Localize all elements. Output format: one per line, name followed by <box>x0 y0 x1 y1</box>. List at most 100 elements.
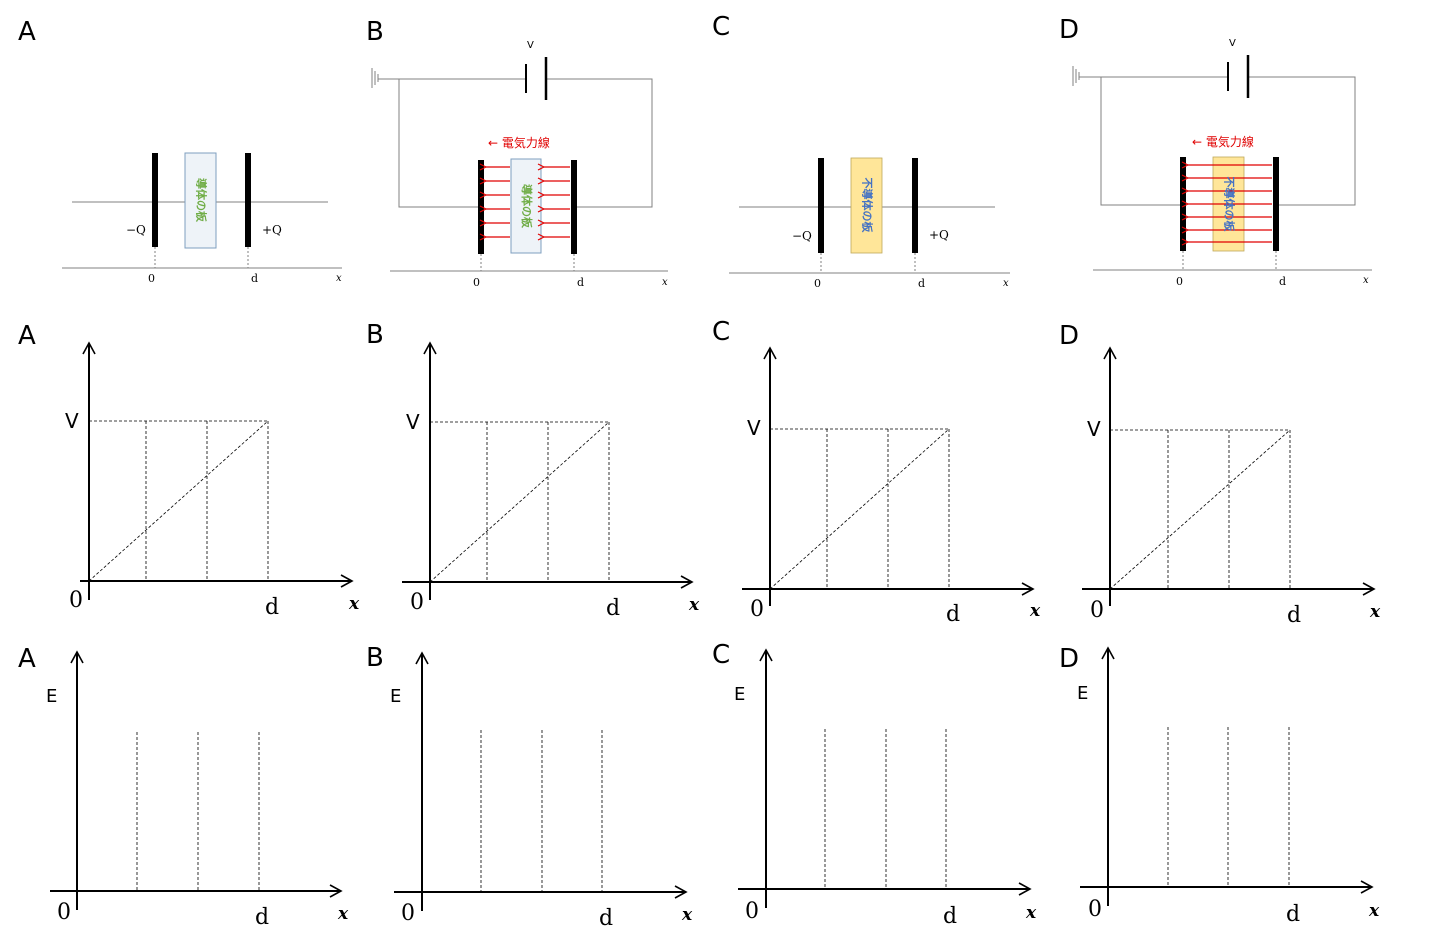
panel-letter: D <box>1059 15 1079 45</box>
d-label: d <box>599 906 613 931</box>
y-axis-label: E <box>1077 683 1088 704</box>
x-label: x <box>1025 903 1037 923</box>
left-plate <box>152 153 158 247</box>
panel-letter: C <box>712 640 730 670</box>
field-graph-b: B E 0 d x <box>366 643 693 931</box>
panel-letter: A <box>18 644 36 674</box>
panel-letter: D <box>1059 321 1079 351</box>
left-charge-label: −Q <box>792 229 812 243</box>
panel-letter: B <box>366 320 384 350</box>
field-graph-d: D E 0 d x <box>1059 644 1380 927</box>
axis-origin-label: 0 <box>473 276 480 289</box>
ground-icon <box>371 68 400 88</box>
x-label: x <box>681 905 693 925</box>
origin-label: 0 <box>750 597 764 622</box>
conductor-slab <box>510 158 542 254</box>
d-label: d <box>1287 603 1301 628</box>
axis-x-label: x <box>1003 278 1009 289</box>
reference-diagonal <box>429 421 610 583</box>
potential-graph-d: D V 0 d x <box>1059 321 1381 628</box>
d-label: d <box>1286 902 1300 927</box>
setup-panel-a: A 導体の板 −Q +Q 0 d x <box>18 17 342 285</box>
origin-label: 0 <box>69 588 83 613</box>
axis-origin-label: 0 <box>148 272 155 285</box>
y-axis-label: E <box>734 684 745 705</box>
axis-x-label: x <box>662 277 668 288</box>
axis-x-label: x <box>336 273 342 284</box>
origin-label: 0 <box>1088 897 1102 922</box>
slab-label: 導体の板 <box>520 184 534 229</box>
circuit-wire <box>1100 76 1356 206</box>
reference-diagonal <box>1109 429 1291 590</box>
setup-panel-b: B V ← 電気力線 <box>366 17 668 289</box>
origin-label: 0 <box>745 899 759 924</box>
panel-letter: C <box>712 12 730 42</box>
axis-d-label: d <box>918 277 925 290</box>
left-plate <box>478 160 484 254</box>
reference-diagonal <box>769 428 950 590</box>
battery-icon <box>525 57 548 100</box>
circuit-wire <box>398 78 653 208</box>
panel-letter: A <box>18 321 36 351</box>
potential-graph-a: A V 0 d x <box>18 321 360 620</box>
origin-label: 0 <box>1090 598 1104 623</box>
y-axis-label: V <box>1087 417 1101 441</box>
d-label: d <box>943 904 957 929</box>
axis-origin-label: 0 <box>814 277 821 290</box>
panel-letter: A <box>18 17 36 47</box>
axis-origin-label: 0 <box>1176 275 1183 288</box>
panel-letter: B <box>366 17 384 47</box>
d-label: d <box>946 602 960 627</box>
axis-d-label: d <box>251 272 258 285</box>
slab-label: 導体の板 <box>195 178 209 223</box>
y-axis-label: V <box>65 409 79 433</box>
field-graph-a: A E 0 d x <box>18 644 349 930</box>
axis-d-label: d <box>577 276 584 289</box>
y-axis-label: E <box>46 686 57 707</box>
panel-letter: C <box>712 317 730 347</box>
panel-letter: B <box>366 643 384 673</box>
ground-icon <box>1072 66 1101 86</box>
right-plate <box>912 158 918 253</box>
battery-voltage-label: V <box>527 40 534 51</box>
y-axis-label: E <box>390 686 401 707</box>
battery-icon <box>1227 55 1250 98</box>
axis-x-label: x <box>1363 275 1369 286</box>
left-plate <box>818 158 824 253</box>
field-line-legend: ← 電気力線 <box>1192 134 1254 149</box>
right-plate <box>571 160 577 254</box>
right-charge-label: +Q <box>929 228 949 242</box>
x-label: x <box>688 595 700 615</box>
right-plate <box>1273 157 1279 251</box>
y-axis-label: V <box>406 410 420 434</box>
conductor-slab <box>184 152 217 249</box>
d-label: d <box>255 905 269 930</box>
potential-graph-c: C V 0 d x <box>712 317 1041 627</box>
potential-graph-b: B V 0 d x <box>366 320 700 621</box>
setup-panel-c: C 不導体の板 −Q +Q 0 d x <box>712 12 1010 290</box>
insulator-slab <box>850 157 883 254</box>
y-axis-label: V <box>747 416 761 440</box>
slab-label: 不導体の板 <box>1223 177 1237 233</box>
x-label: x <box>1369 602 1381 622</box>
x-label: x <box>1029 601 1041 621</box>
panel-letter: D <box>1059 644 1079 674</box>
d-label: d <box>265 595 279 620</box>
field-line-legend: ← 電気力線 <box>488 135 550 150</box>
setup-panel-d: D V ← 電気力線 不導体の板 0 d <box>1059 15 1372 288</box>
slab-label: 不導体の板 <box>861 178 875 234</box>
origin-label: 0 <box>401 901 415 926</box>
x-label: x <box>348 594 360 614</box>
battery-voltage-label: V <box>1229 38 1236 49</box>
left-plate <box>1180 157 1186 251</box>
axis-d-label: d <box>1279 275 1286 288</box>
x-label: x <box>337 904 349 924</box>
right-plate <box>245 153 251 247</box>
reference-diagonal <box>88 420 269 582</box>
x-label: x <box>1368 901 1380 921</box>
field-lines <box>1188 165 1272 242</box>
right-charge-label: +Q <box>262 223 282 237</box>
origin-label: 0 <box>410 590 424 615</box>
origin-label: 0 <box>57 900 71 925</box>
